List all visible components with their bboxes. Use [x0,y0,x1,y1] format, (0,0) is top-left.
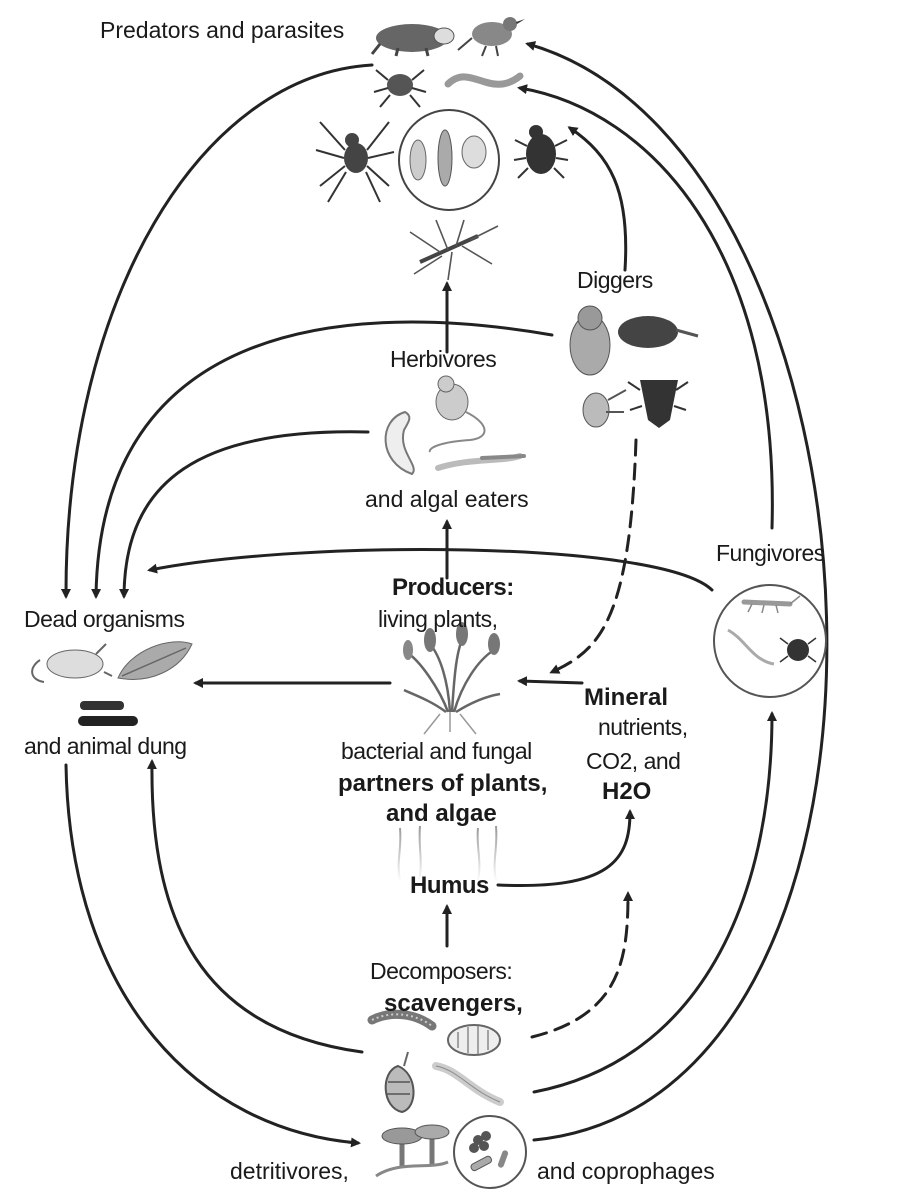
microfauna-circle-icon [398,109,500,211]
badger-icon [370,24,455,57]
mosquito-icon [409,219,499,281]
arrow-fungivores-to-dead [147,548,714,592]
woodlouse-icon [447,1024,501,1056]
arrow-herbivores-to-dead [119,430,370,599]
nematode-icon [727,628,775,666]
label-animal-dung: and animal dung [24,733,187,759]
label-producers: Producers: [392,574,514,601]
label-mineral: Mineral [584,684,669,711]
label-detritivores: detritivores, [230,1158,349,1184]
label-h2o: H2O [602,778,652,805]
label-bacterial-fungal: bacterial and fungal [341,738,532,764]
label-living-plants: living plants, [378,606,498,632]
label-scavengers: scavengers, [384,990,523,1017]
plant-icon [403,622,501,714]
millipede-icon [367,1009,437,1031]
label-predators-parasites: Predators and parasites [100,17,345,43]
bird-icon [457,17,525,57]
arrow-diggers-to-predators [567,126,628,272]
springtail-icon [741,595,801,614]
slug-icon [435,453,526,471]
arrow-coprophages-to-predators [525,41,829,1142]
label-fungivores: Fungivores [716,540,825,566]
fungivores-circle-icon [713,584,827,698]
label-decomposers: Decomposers: [370,958,513,984]
spider-icon [315,121,395,203]
label-coprophages: and coprophages [537,1158,715,1184]
bacteria-circle-icon [453,1115,527,1189]
snail-icon [384,1051,415,1114]
arrow-decomposers-to-mineral-dashed [530,891,633,1039]
roots-icon [397,712,498,883]
label-humus: Humus [410,872,489,899]
label-and-algae: and algae [386,800,497,827]
arrow-decomposers-to-fungivores [532,711,777,1094]
dung-icon [78,701,138,726]
mite-icon [373,69,427,108]
arrow-predators-to-dead [60,63,374,599]
arrow-diggers-to-mineral-dashed [549,438,638,674]
label-co2: CO2, and [586,748,681,774]
earthworm-icon [432,1062,504,1106]
grub-icon [384,410,415,476]
mouse-icon [428,375,486,453]
arrows [60,41,829,1148]
arrow-humus-to-mineral [496,809,635,888]
label-herbivores: Herbivores [390,346,497,372]
mushroom-icon [375,1124,450,1178]
cicada-nymph-icon [582,389,627,428]
mole-icon [618,316,699,348]
label-partners-of-plants: partners of plants, [338,770,548,797]
arrow-diggers-to-dead [91,320,554,599]
mite-small-icon [779,637,817,663]
worm-icon [444,72,524,88]
arrow-mineral-to-producers [517,676,584,687]
label-dead-organisms: Dead organisms [24,606,185,632]
stink-bug-icon [627,380,689,428]
arrow-fungivores-to-predators [517,84,774,530]
hamster-icon [569,305,611,376]
leaf-icon [117,641,193,680]
label-diggers: Diggers [577,267,653,293]
arrow-decomposers-to-dead [146,759,364,1054]
label-nutrients: nutrients, [598,714,688,740]
label-algal-eaters: and algal eaters [365,486,529,512]
beetle-icon [513,125,569,179]
dead-animal-icon [31,643,113,683]
arrow-dead-to-detritivores [64,763,361,1148]
